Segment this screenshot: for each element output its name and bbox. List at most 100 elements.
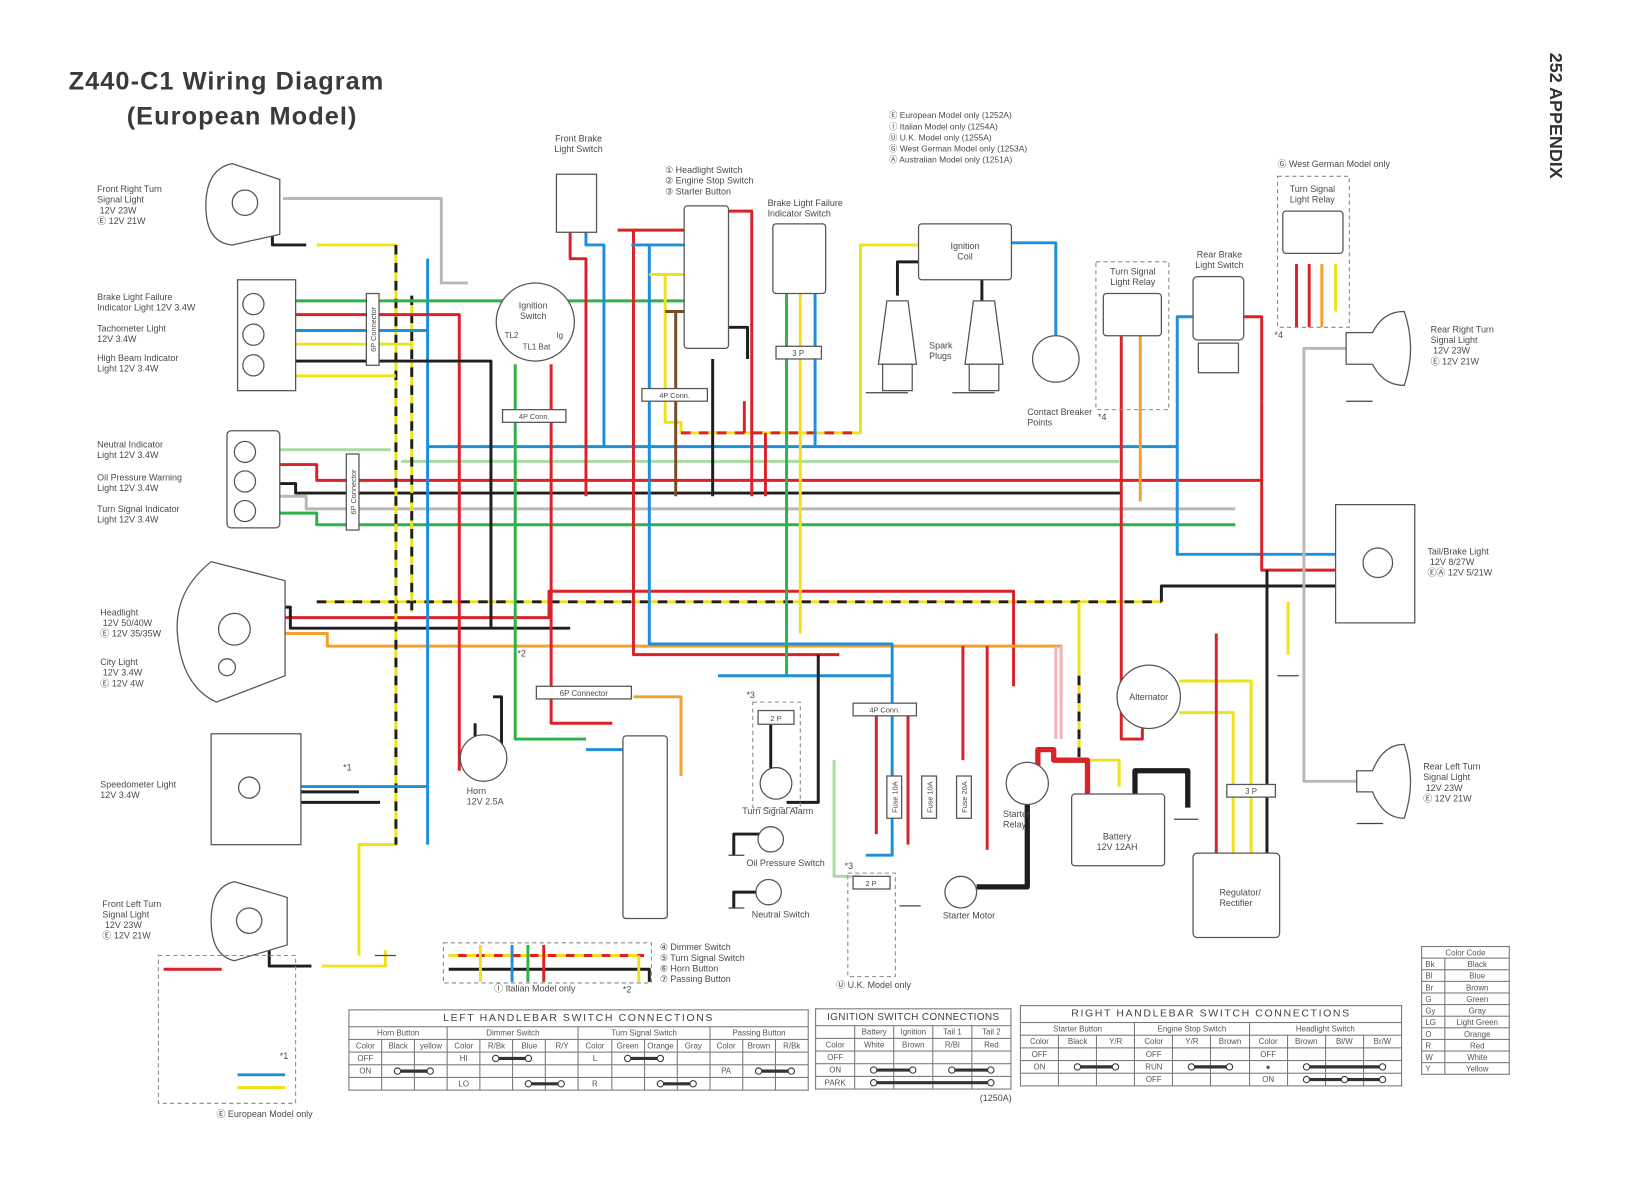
wiring-harness <box>163 197 1362 1089</box>
table-cell <box>676 1064 711 1078</box>
label-fuse2: Fuse 10A <box>925 781 934 813</box>
wire-black-rhsw <box>711 325 749 497</box>
label-fn1b: *1 <box>280 1051 288 1061</box>
connection-bar <box>397 1068 431 1073</box>
table-title-row: IGNITION SWITCH CONNECTIONS <box>815 1008 1012 1027</box>
turn-signal-relay <box>1102 292 1163 337</box>
wire-brown-rhsw <box>665 309 687 497</box>
neutral-switch <box>755 878 782 906</box>
wire-wg-relay <box>1295 263 1311 328</box>
column-header: Y/R <box>1096 1034 1136 1049</box>
label-rh-legend-line: ① Headlight Switch <box>665 165 742 175</box>
label-uk-line: Ⓤ U.K. Model only <box>836 980 911 990</box>
terminal-node <box>987 1065 995 1074</box>
connection-bar <box>873 1080 991 1084</box>
label-rear-left-line: 12V 23W <box>1423 783 1463 793</box>
label-lh-legend-line: ④ Dimmer Switch <box>660 942 731 952</box>
label-conn-2p-b: 2 P <box>865 879 876 888</box>
terminal-node <box>1111 1062 1119 1071</box>
ignition-terminal-label: TL2 <box>505 331 519 340</box>
starter-motor <box>944 875 978 909</box>
terminal-node <box>1225 1062 1233 1071</box>
position-label: ON <box>348 1064 383 1078</box>
terminal-header: Tail 1 <box>932 1025 973 1039</box>
label-rear-left-line: Ⓔ 12V 21W <box>1423 793 1472 803</box>
table-cell <box>1096 1072 1136 1087</box>
connection-bar <box>1306 1064 1383 1068</box>
components <box>157 162 1416 1104</box>
wire-red-battery <box>1035 746 1091 794</box>
model-note-line: Ⓐ Australian Model only (1251A) <box>889 155 1013 165</box>
table-title-row: RIGHT HANDLEBAR SWITCH CONNECTIONS <box>1019 1005 1403 1024</box>
table-cell <box>1096 1047 1136 1062</box>
label-high-beam-line: Light 12V 3.4W <box>97 364 159 374</box>
label-regulator: Regulator/Rectifier <box>1219 887 1261 908</box>
label-tach-line: Tachometer Light <box>97 324 166 334</box>
label-fn4: *4 <box>1274 330 1282 340</box>
terminal-node <box>1378 1075 1386 1083</box>
bulb-icon <box>242 354 265 377</box>
position-label: RUN <box>1134 1060 1174 1074</box>
table-cell <box>1286 1047 1326 1062</box>
color-abbr: Gy <box>1421 1004 1446 1017</box>
wire-black-starter <box>976 804 1030 890</box>
label-oil-sw: Oil Pressure Switch <box>746 858 824 868</box>
city-light-bulb-icon <box>217 658 237 677</box>
position-label: R <box>577 1076 612 1091</box>
wire-blue-low <box>585 674 893 752</box>
table-title: RIGHT HANDLEBAR SWITCH CONNECTIONS <box>1019 1005 1403 1024</box>
wire-black-coil <box>895 260 984 301</box>
battery <box>1071 793 1166 867</box>
bulb-icon <box>233 470 257 493</box>
terminal-node <box>909 1065 917 1074</box>
label-rear-brake-line: Rear Brake <box>1197 250 1242 260</box>
spark-plug-body <box>882 363 913 392</box>
italian-detail-box <box>442 942 652 984</box>
label-rear-right-line: Ⓔ 12V 21W <box>1431 356 1480 366</box>
terminal-header: Tail 2 <box>971 1025 1012 1039</box>
position-label: OFF <box>1134 1047 1174 1062</box>
label-front-right-turn-line: Signal Light <box>97 195 144 205</box>
label-rear-right-line: 12V 23W <box>1431 346 1471 356</box>
color-name: Light Green <box>1444 1015 1510 1029</box>
color-name: Brown <box>1444 980 1510 994</box>
label-italian: Ⓘ Italian Model only <box>494 983 576 993</box>
label-fuse1-line: Fuse 10A <box>890 781 899 813</box>
wire-red-4p <box>742 401 767 497</box>
label-neutral-line: Light 12V 3.4W <box>97 450 159 460</box>
position-label <box>709 1076 744 1091</box>
label-oil-sw-line: Oil Pressure Switch <box>746 858 824 868</box>
terminal-node <box>1302 1075 1310 1083</box>
bulb-icon <box>242 292 265 316</box>
label-conn-4p-b-line: 4P Conn. <box>659 391 690 400</box>
label-fn2b-line: *2 <box>623 984 631 994</box>
wire-blue-tail <box>1175 446 1347 556</box>
table-cell <box>1210 1072 1250 1087</box>
terminal-node <box>787 1066 796 1075</box>
position-label <box>709 1051 744 1066</box>
position-label: ● <box>1248 1060 1288 1074</box>
label-fn3: *3 <box>746 690 754 700</box>
label-city-line: 12V 3.4W <box>100 668 142 678</box>
wire-blue-rhsw <box>631 243 894 857</box>
terminal-node <box>869 1065 878 1074</box>
color-abbr: Br <box>1421 980 1446 994</box>
ground-symbols <box>374 392 1384 957</box>
label-ts-relay-line: Turn Signal <box>1110 267 1156 277</box>
model-note-line: Ⓘ Italian Model only (1254A) <box>889 121 998 131</box>
column-header: Brown <box>1286 1034 1326 1049</box>
connector-4p-a <box>501 409 567 423</box>
label-headlight-line: 12V 50/40W <box>100 618 152 628</box>
connection-bar <box>951 1067 991 1072</box>
bulb-icon <box>242 323 265 346</box>
label-conn-4p-b: 4P Conn. <box>659 391 690 400</box>
column-header: R/Bk <box>479 1038 514 1053</box>
label-uk: Ⓤ U.K. Model only <box>836 980 911 990</box>
